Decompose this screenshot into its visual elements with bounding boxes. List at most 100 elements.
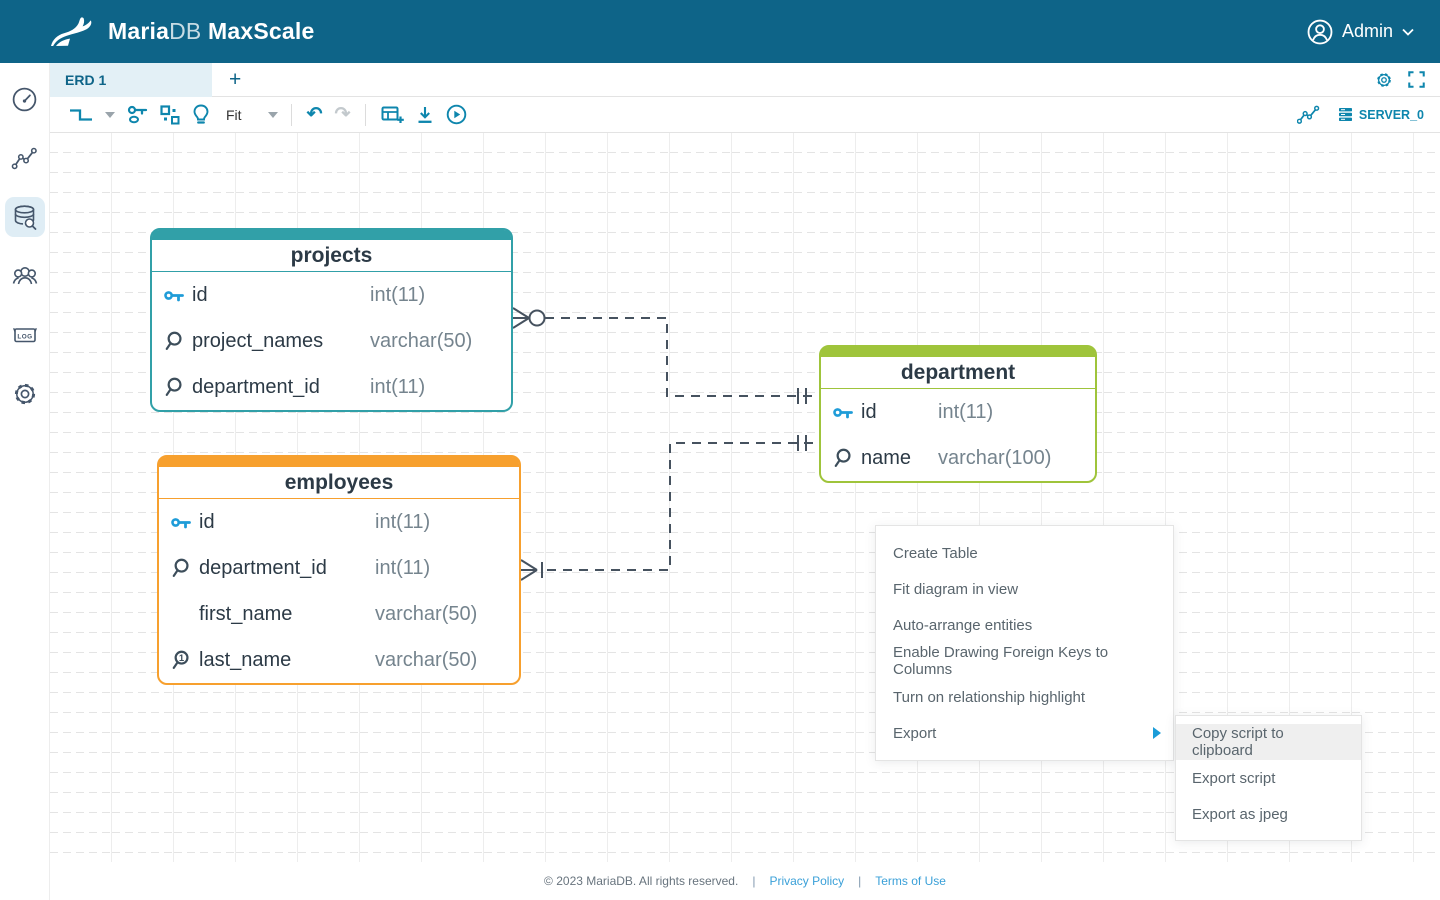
add-tab-button[interactable]: + [229,68,242,91]
menu-item-label: Copy script to clipboard [1192,725,1284,759]
export-submenu: Copy script to clipboard Export script E… [1175,715,1362,841]
apply-script-button[interactable] [440,101,473,129]
users-icon [12,267,37,285]
zoom-select[interactable]: Fit [226,107,278,123]
column-name: department_id [192,375,320,398]
menu-item-label: Export [893,724,937,742]
database-search-icon [14,205,36,230]
index-icon [164,377,192,397]
relationship-shape-button[interactable] [63,101,99,129]
column-name: first_name [199,602,293,625]
entity-header-bar [152,230,511,240]
column-type: int(11) [370,375,426,398]
column-name: project_names [192,329,324,352]
dashboard-icon [12,87,37,111]
column-row[interactable]: id int(11) [821,389,1095,435]
menu-item-label: Fit diagram in view [893,580,1019,598]
column-type: int(11) [370,283,426,306]
erd-toolbar: Fit ↶ ↷ [50,97,1440,133]
chevron-down-icon [105,111,115,118]
column-row[interactable]: name varchar(100) [821,435,1095,481]
menu-item-relationship-highlight[interactable]: Turn on relationship highlight [876,679,1173,715]
menu-item-label: Export script [1192,769,1276,787]
entity-projects[interactable]: projects id int(11) project_names varcha… [150,228,513,412]
submenu-item-export-script[interactable]: Export script [1176,760,1361,796]
submenu-arrow-icon [1153,727,1161,739]
brand-logo: MariaDB MaxScale [48,15,315,49]
sidebar-item-query-editor[interactable] [4,197,45,237]
submenu-item-copy-script[interactable]: Copy script to clipboard [1176,724,1361,760]
footer: © 2023 MariaDB. All rights reserved. | P… [50,862,1440,900]
column-name: id [199,510,215,533]
column-row[interactable]: project_names varchar(50) [152,318,511,364]
menu-item-label: Turn on relationship highlight [893,688,1086,706]
menu-item-enable-fk-drawing[interactable]: Enable Drawing Foreign Keys to Columns [876,643,1173,679]
entity-header-bar [821,347,1095,357]
entity-department[interactable]: department id int(11) name varchar(100) [819,345,1097,483]
download-icon [418,106,432,123]
primary-key-icon [171,516,199,529]
tab-bar: ERD 1 + [50,62,1440,97]
column-name: id [861,400,877,423]
table-plus-icon [381,106,405,123]
submenu-item-export-jpeg[interactable]: Export as jpeg [1176,796,1361,832]
tab-erd-1[interactable]: ERD 1 [50,62,212,97]
menu-item-export[interactable]: Export [876,715,1173,751]
tab-label: ERD 1 [65,71,107,88]
auto-arrange-button[interactable] [154,101,186,129]
column-row[interactable]: department_id int(11) [159,545,519,591]
column-name: department_id [199,556,327,579]
menu-item-label: Enable Drawing Foreign Keys to Columns [893,644,1109,678]
sidebar-item-logs[interactable]: LOG [5,315,45,355]
entity-header-bar [159,457,519,467]
log-icon-text: LOG [17,334,32,341]
draw-foreign-key-button[interactable] [121,101,154,129]
relationship-shape-dropdown[interactable] [99,101,121,129]
menu-item-label: Auto-arrange entities [893,616,1033,634]
column-row[interactable]: department_id int(11) [152,364,511,410]
settings-gear-icon[interactable] [1375,71,1393,89]
column-row[interactable]: id int(11) [152,272,511,318]
relationship-employees-department[interactable] [520,435,819,581]
privacy-policy-link[interactable]: Privacy Policy [769,874,845,888]
user-menu[interactable]: Admin [1307,19,1414,45]
export-button[interactable] [410,101,440,129]
fullscreen-icon[interactable] [1408,71,1425,88]
terms-of-use-link[interactable]: Terms of Use [875,874,946,888]
sidebar-item-settings[interactable] [5,374,45,414]
sidebar-item-users[interactable] [5,256,45,296]
erd-canvas[interactable]: projects id int(11) project_names varcha… [50,133,1440,900]
undo-button[interactable]: ↶ [306,104,323,125]
menu-item-fit-diagram[interactable]: Fit diagram in view [876,571,1173,607]
entity-employees[interactable]: employees id int(11) department_id int(1… [157,455,521,685]
mariadb-seal-icon [51,16,92,46]
column-row[interactable]: id int(11) [159,499,519,545]
relationship-projects-department[interactable] [512,307,819,404]
erd-graph-icon[interactable] [1296,105,1320,125]
logs-icon: LOG [12,327,37,343]
column-type: int(11) [375,510,431,533]
elbow-line-icon [70,108,92,121]
index-icon [164,331,192,351]
create-table-button[interactable] [375,101,410,129]
column-type: int(11) [375,556,431,579]
entity-name: department [821,357,1095,389]
redo-button[interactable]: ↷ [334,104,351,125]
menu-item-create-table[interactable]: Create Table [876,535,1173,571]
sidebar-item-dashboard[interactable] [5,79,45,119]
column-name: id [192,283,208,306]
footer-separator: | [858,874,862,888]
highlight-relationships-button[interactable] [186,101,216,129]
sidebar-item-visualization[interactable] [5,138,45,178]
chevron-down-icon [1402,28,1414,36]
menu-item-auto-arrange[interactable]: Auto-arrange entities [876,607,1173,643]
arrange-entities-icon [160,104,180,124]
user-label: Admin [1341,21,1393,41]
column-row[interactable]: first_name varchar(50) [159,591,519,637]
copyright-text: © 2023 MariaDB. All rights reserved. [544,874,739,888]
server-icon [1338,108,1352,121]
lightbulb-icon [193,104,209,124]
active-server[interactable]: SERVER_0 [1338,107,1424,122]
tab-actions [1375,71,1425,89]
column-row[interactable]: last_name varchar(50) [159,637,519,683]
